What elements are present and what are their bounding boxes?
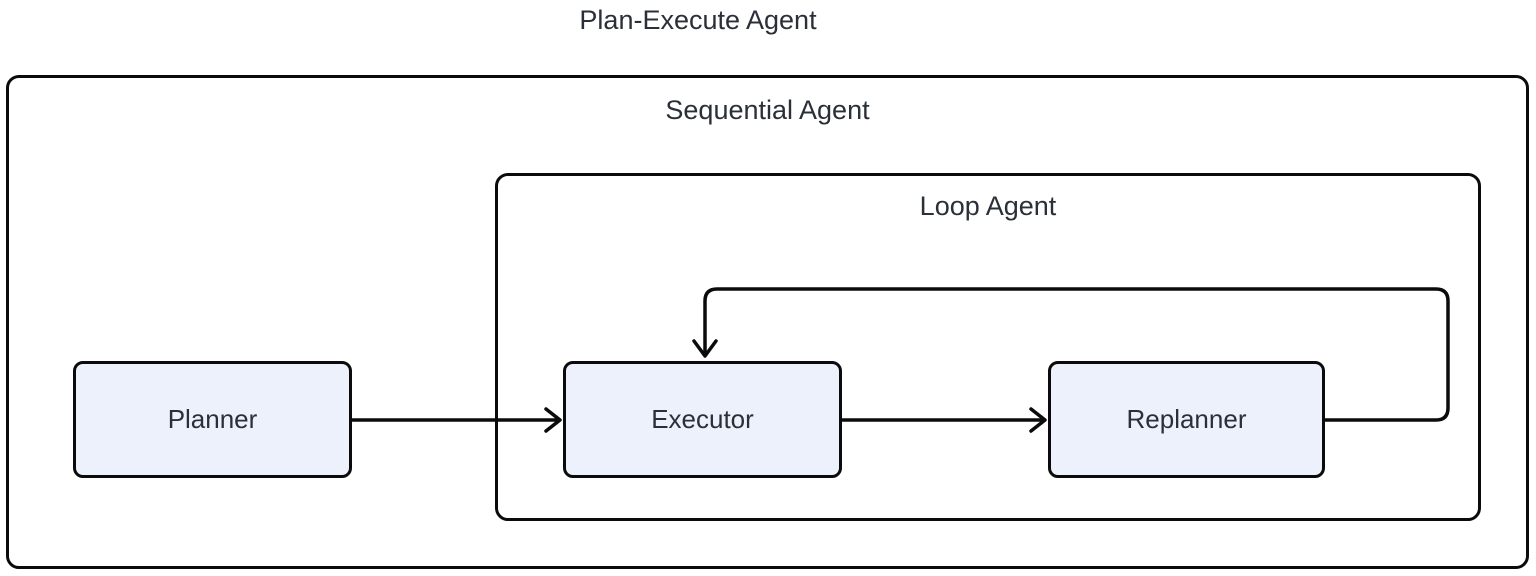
sequential-agent-container: Sequential Agent (6, 75, 1529, 569)
loop-agent-label: Loop Agent (919, 191, 1057, 221)
node-executor-label: Executor (651, 404, 754, 434)
node-planner: Planner (73, 361, 352, 478)
loop-agent-container: Loop Agent (495, 173, 1481, 521)
diagram-title: Plan-Execute Agent (579, 5, 817, 35)
node-planner-label: Planner (167, 404, 258, 434)
node-replanner-label: Replanner (1126, 404, 1247, 434)
node-executor: Executor (563, 361, 842, 478)
sequential-agent-label: Sequential Agent (665, 95, 870, 125)
node-replanner: Replanner (1048, 361, 1325, 478)
